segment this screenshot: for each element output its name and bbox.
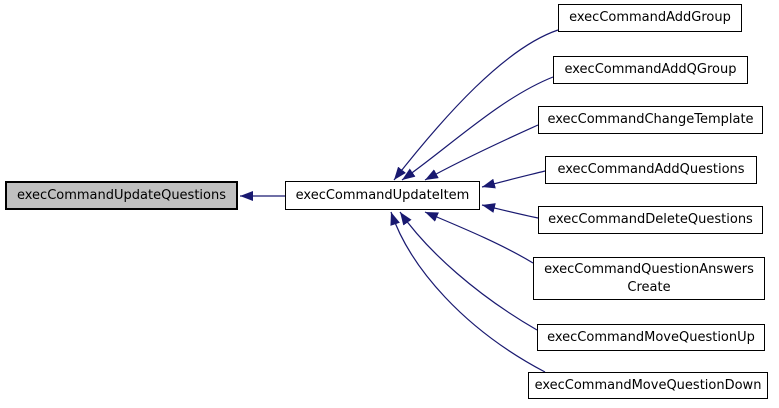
node-exec-command-delete-questions[interactable]: execCommandDeleteQuestions (538, 206, 763, 234)
node-label-line-2: Create (627, 279, 671, 295)
node-label: execCommandAddQGroup (564, 62, 737, 78)
node-exec-command-add-q-group[interactable]: execCommandAddQGroup (553, 56, 748, 84)
node-exec-command-add-group[interactable]: execCommandAddGroup (558, 4, 742, 32)
node-exec-command-move-question-down[interactable]: execCommandMoveQuestionDown (528, 372, 768, 399)
edge-addGroup-to-updateItem (393, 29, 559, 181)
edge-moveQuestionUp-to-updateItem (399, 211, 538, 331)
edge-questionAnswersCreate-to-updateItem (424, 211, 534, 264)
edge-changeTemplate-to-updateItem (424, 124, 539, 181)
node-exec-command-update-questions: execCommandUpdateQuestions (5, 181, 238, 210)
node-label: execCommandUpdateItem (295, 187, 470, 203)
edge-addQuestions-to-updateItem (481, 170, 546, 189)
edge-moveQuestionDown-to-updateItem (390, 211, 546, 373)
node-exec-command-update-item[interactable]: execCommandUpdateItem (285, 181, 480, 210)
node-label: execCommandChangeTemplate (547, 112, 754, 128)
node-label: execCommandMoveQuestionDown (534, 377, 762, 393)
node-label: execCommandDeleteQuestions (548, 212, 753, 228)
node-label: execCommandAddQuestions (557, 162, 745, 178)
node-exec-command-add-questions[interactable]: execCommandAddQuestions (545, 156, 757, 184)
node-label: execCommandMoveQuestionUp (547, 329, 755, 345)
node-label: execCommandUpdateQuestions (16, 187, 227, 203)
edge-deleteQuestions-to-updateItem (481, 203, 539, 219)
node-label-line-1: execCommandQuestionAnswers (544, 262, 754, 278)
node-exec-command-move-question-up[interactable]: execCommandMoveQuestionUp (537, 324, 765, 351)
node-label: execCommandAddGroup (569, 10, 731, 26)
node-exec-command-change-template[interactable]: execCommandChangeTemplate (538, 106, 763, 134)
edge-addQGroup-to-updateItem (401, 76, 554, 181)
node-exec-command-question-answers-create[interactable]: execCommandQuestionAnswers Create (533, 257, 765, 300)
